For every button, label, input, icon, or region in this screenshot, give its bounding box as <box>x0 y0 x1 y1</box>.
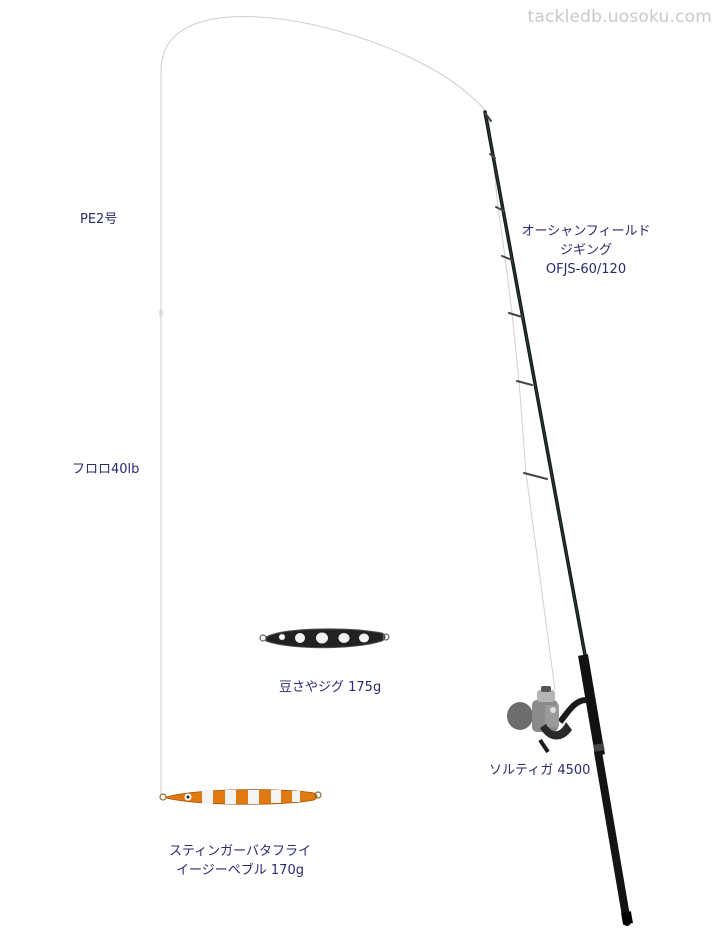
rod-label-line3: OFJS-60/120 <box>545 262 627 277</box>
line-knot <box>159 309 163 317</box>
rod-label: オーシャンフィールド ジギング OFJS-60/120 <box>521 222 650 279</box>
rod-label-line1: オーシャンフィールド <box>521 224 651 239</box>
jig2-label-line1: スティンガーバタフライ <box>168 844 312 859</box>
leader-line-label: フロロ40lb <box>72 462 140 477</box>
jig-stinger-butterfly <box>159 789 322 805</box>
reel-label: ソルティガ 4500 <box>489 763 591 778</box>
fishing-line <box>160 16 488 795</box>
reel <box>507 686 587 754</box>
rod-guides <box>484 112 548 480</box>
rod <box>483 110 633 926</box>
jig2-label-line2: イージーペブル 170g <box>176 863 304 878</box>
main-line-label: PE2号 <box>80 212 118 227</box>
watermark: tackledb.uosoku.com <box>527 7 712 27</box>
jig2-label: スティンガーバタフライ イージーペブル 170g <box>169 842 311 880</box>
rod-label-line2: ジギング <box>559 243 612 258</box>
jig1-label: 豆さやジグ 175g <box>279 680 382 695</box>
guide-line <box>488 119 556 691</box>
jig-mameasaya <box>259 628 390 649</box>
